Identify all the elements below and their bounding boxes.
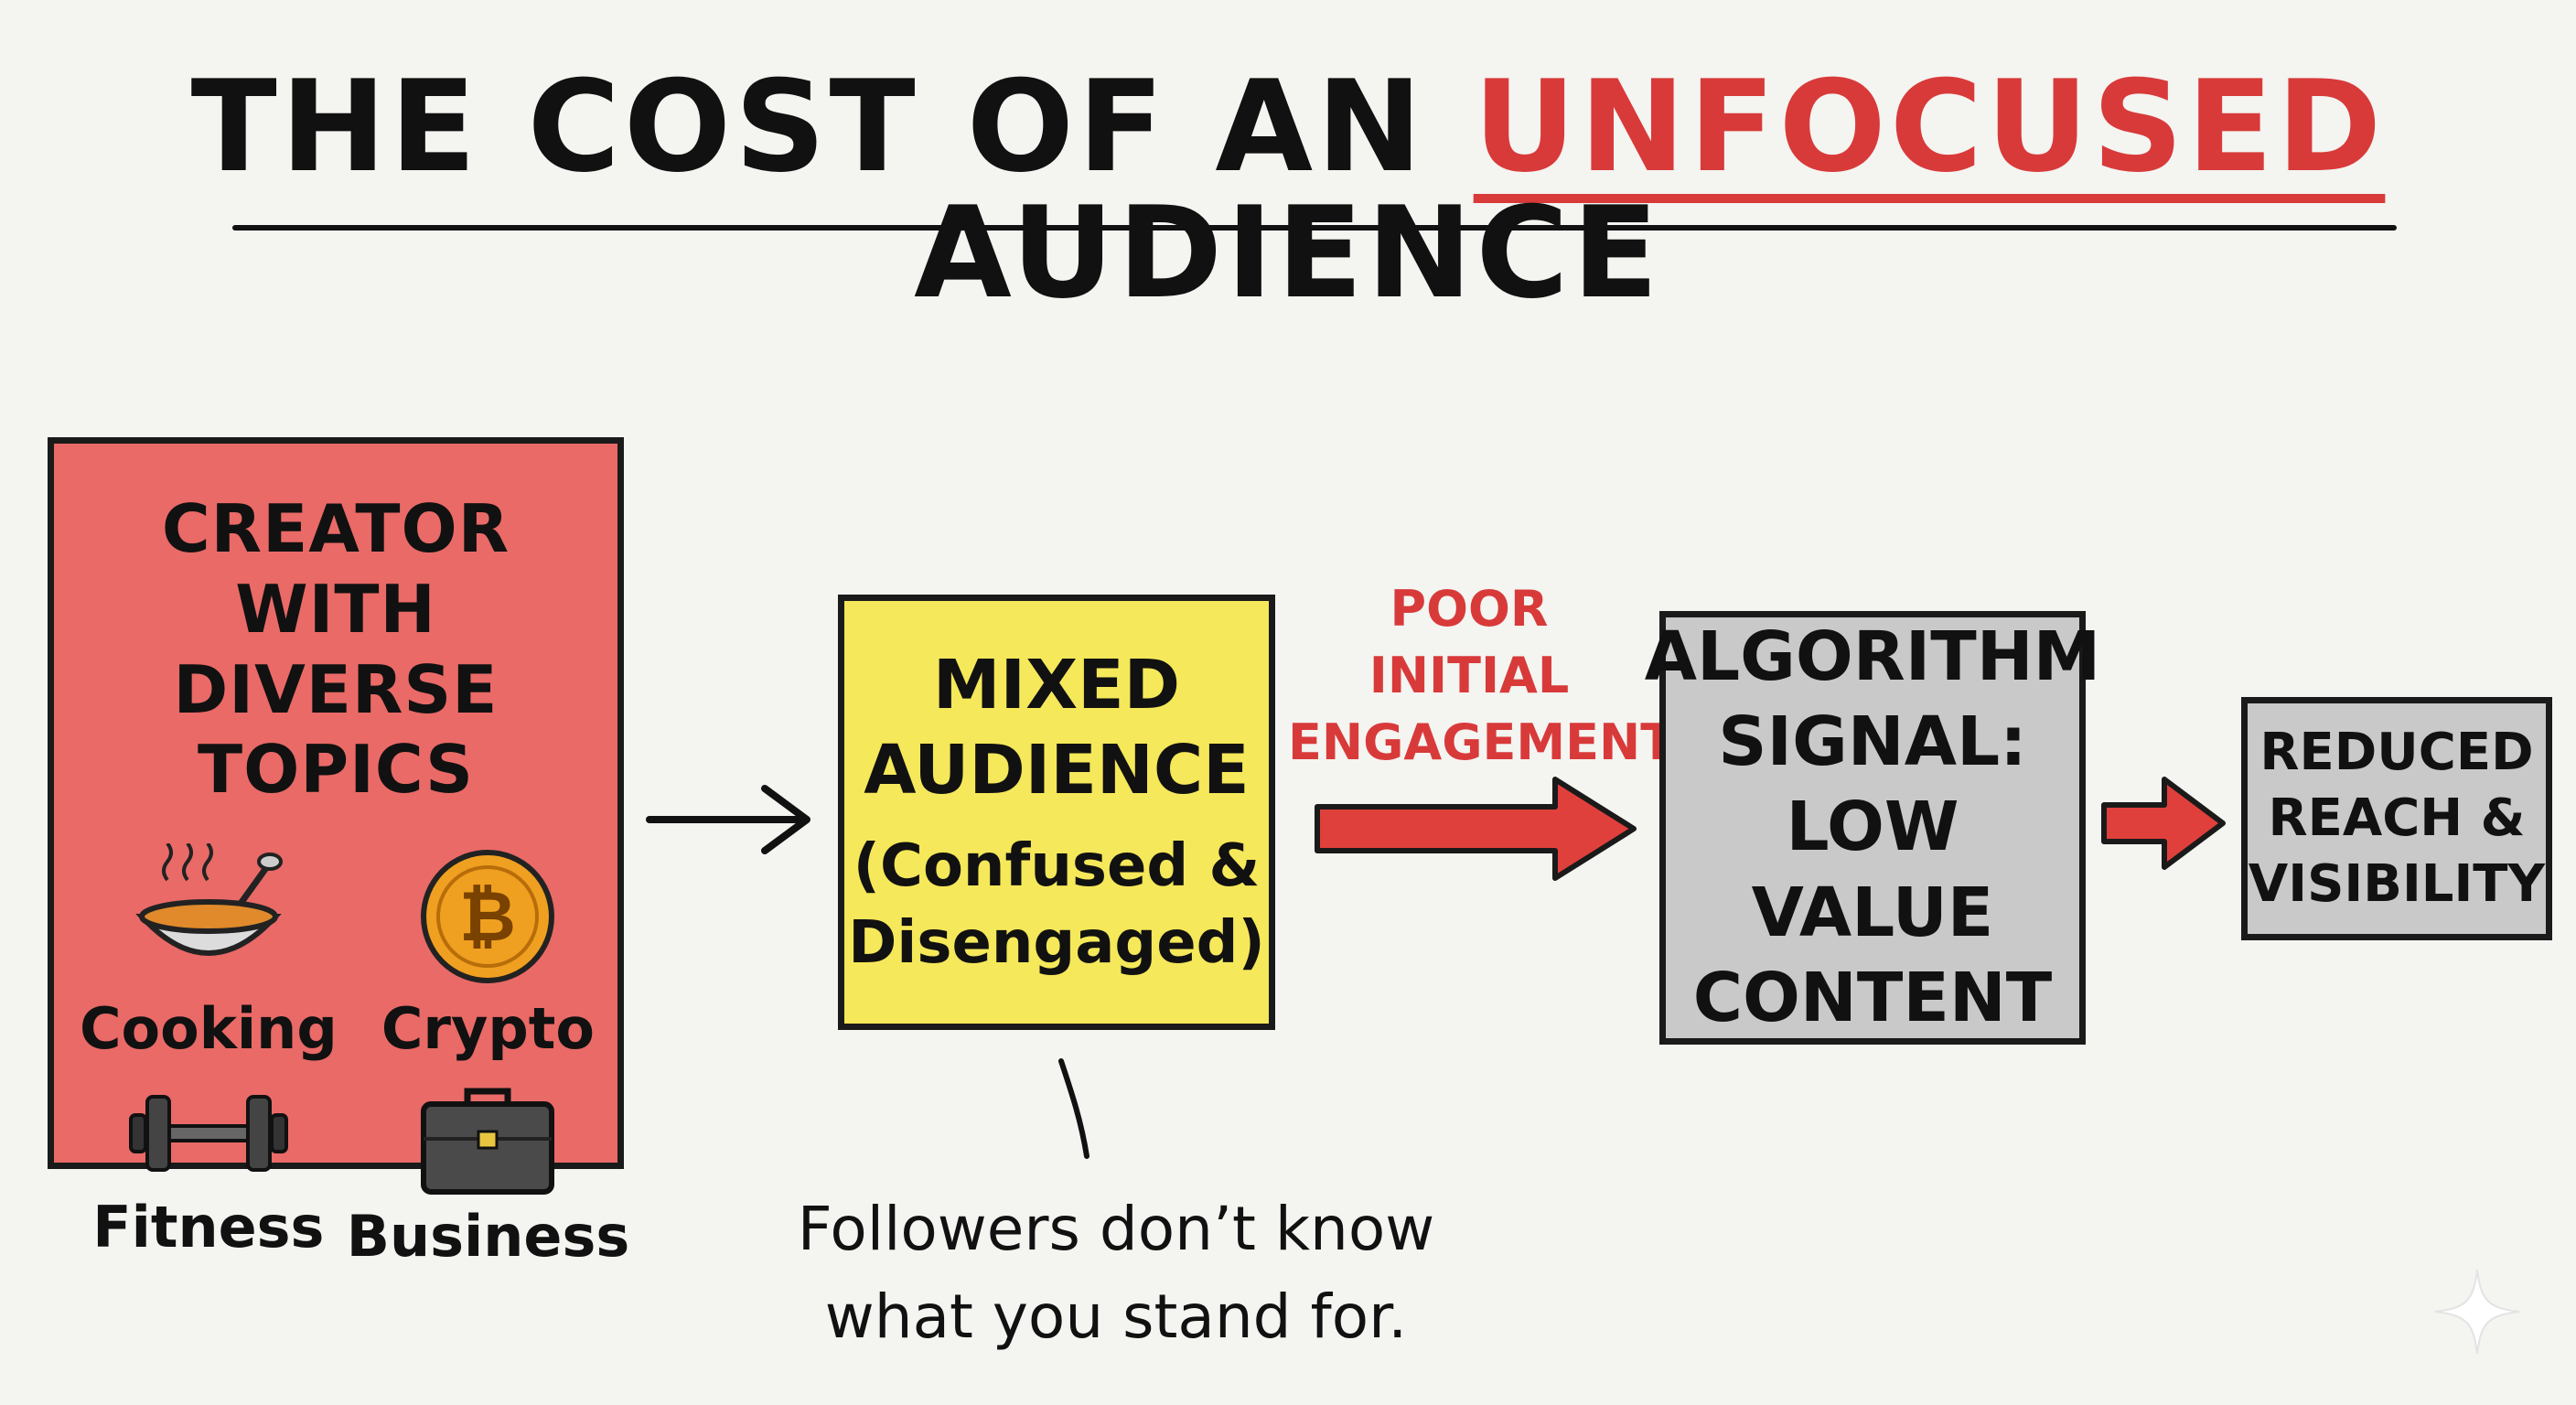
- bitcoin-icon: ₿: [421, 850, 555, 984]
- mixed-line-3: (Confused &: [853, 832, 1261, 901]
- reduced-line-2: REACH &: [2268, 788, 2526, 849]
- creator-heading-line-2: DIVERSE TOPICS: [173, 650, 499, 809]
- briefcase-icon: [421, 1088, 555, 1196]
- topic-label: Cooking: [80, 995, 338, 1063]
- title-accent-word: UNFOCUSED: [1473, 53, 2386, 200]
- creator-box: CREATOR WITH DIVERSE TOPICS Cooking ₿ Cr…: [48, 437, 629, 1270]
- topic-label: Fitness: [92, 1194, 325, 1261]
- topic-grid: Cooking ₿ Crypto Fitness: [80, 843, 629, 1270]
- reduced-line-1: REDUCED: [2259, 723, 2534, 783]
- note-line-1: Followers don’t know: [797, 1194, 1435, 1264]
- reduced-reach-box: REDUCED REACH & VISIBILITY: [2241, 697, 2552, 940]
- topic-label: Business: [346, 1203, 630, 1271]
- topic-crypto: ₿ Crypto: [347, 843, 630, 1062]
- note-connector-line: [1058, 1058, 1089, 1159]
- note-line-2: what you stand for.: [824, 1281, 1408, 1352]
- followers-note: Followers don’t know what you stand for.: [768, 1185, 1464, 1360]
- topic-cooking: Cooking: [80, 843, 338, 1062]
- page-title: THE COST OF AN UNFOCUSED AUDIENCE: [0, 64, 2576, 316]
- soup-bowl-icon: [135, 843, 283, 957]
- engagement-line-3: ENGAGEMENT: [1288, 713, 1675, 771]
- title-part-1: THE COST OF AN: [190, 53, 1474, 200]
- arrow-algorithm-to-reduced: [2101, 777, 2226, 870]
- algorithm-line-4: CONTENT: [1692, 958, 2053, 1037]
- mixed-line-4: Disengaged): [848, 908, 1265, 977]
- mixed-audience-heading: MIXED AUDIENCE: [864, 643, 1249, 812]
- mixed-line-1: MIXED: [932, 646, 1181, 725]
- mixed-line-2: AUDIENCE: [864, 730, 1250, 810]
- mixed-audience-box: MIXED AUDIENCE (Confused & Disengaged): [838, 595, 1275, 1030]
- creator-heading: CREATOR WITH DIVERSE TOPICS: [54, 489, 617, 810]
- dumbbell-icon: [128, 1095, 288, 1173]
- mixed-audience-subtext: (Confused & Disengaged): [848, 829, 1264, 981]
- topic-business: Business: [346, 1078, 630, 1271]
- sparkle-icon: [2434, 1269, 2520, 1355]
- arrow-mixed-to-algorithm: [1315, 777, 1637, 881]
- algorithm-line-1: ALGORITHM: [1644, 617, 2101, 696]
- algorithm-line-2: SIGNAL:: [1718, 702, 2027, 782]
- svg-text:₿: ₿: [460, 875, 517, 957]
- topic-fitness: Fitness: [80, 1078, 338, 1270]
- title-underline: [232, 225, 2397, 231]
- algorithm-line-3: LOW VALUE: [1751, 788, 1994, 952]
- engagement-line-2: INITIAL: [1368, 646, 1570, 704]
- algorithm-signal-box: ALGORITHM SIGNAL: LOW VALUE CONTENT: [1645, 611, 2100, 1045]
- arrow-creator-to-mixed: [646, 785, 810, 854]
- engagement-line-1: POOR: [1390, 580, 1549, 638]
- topic-label: Crypto: [381, 995, 596, 1063]
- engagement-label: POOR INITIAL ENGAGEMENT: [1288, 576, 1675, 777]
- title-part-2: AUDIENCE: [914, 179, 1662, 327]
- reduced-line-3: VISIBILITY: [2248, 853, 2546, 914]
- creator-heading-line-1: CREATOR WITH: [161, 490, 510, 648]
